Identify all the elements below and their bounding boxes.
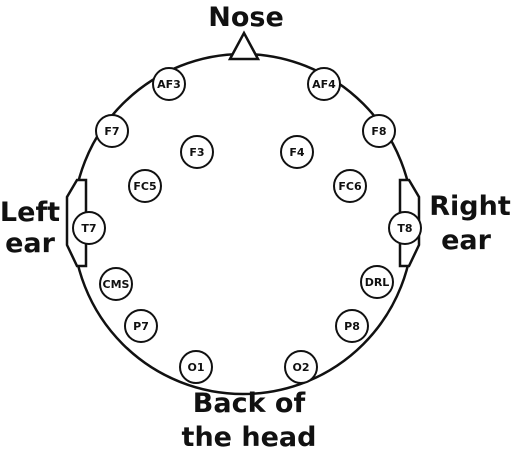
- left-ear-label-line1: Left: [0, 197, 60, 228]
- electrode-drl: DRL: [360, 265, 394, 299]
- electrode-af4: AF4: [307, 67, 341, 101]
- electrode-label: CMS: [103, 278, 130, 291]
- electrode-f7: F7: [95, 114, 129, 148]
- nose-label: Nose: [208, 2, 284, 33]
- electrode-label: O2: [292, 361, 309, 374]
- electrode-label: F8: [371, 125, 386, 138]
- electrode-label: F3: [189, 146, 204, 159]
- electrode-t7: T7: [72, 211, 106, 245]
- electrode-o2: O2: [284, 350, 318, 384]
- electrode-label: FC6: [338, 180, 362, 193]
- back-of-head-label-line2: the head: [182, 422, 317, 453]
- electrode-f8: F8: [362, 114, 396, 148]
- electrode-fc5: FC5: [128, 169, 162, 203]
- electrode-p8: P8: [335, 309, 369, 343]
- left-ear-label-line2: ear: [5, 228, 56, 259]
- electrode-label: AF3: [157, 78, 181, 91]
- back-of-head-label-line1: Back of: [193, 388, 306, 419]
- electrode-t8: T8: [388, 211, 422, 245]
- electrode-label: FC5: [133, 180, 156, 193]
- right-ear-label-line1: Right: [429, 191, 511, 222]
- electrode-cms: CMS: [99, 267, 133, 301]
- electrode-label: F4: [289, 146, 305, 159]
- electrode-label: O1: [187, 361, 204, 374]
- head-outline: [71, 52, 415, 396]
- electrode-label: P7: [133, 320, 149, 333]
- electrode-f3: F3: [180, 135, 214, 169]
- electrode-label: T7: [81, 222, 96, 235]
- electrode-label: DRL: [365, 276, 390, 289]
- electrode-p7: P7: [124, 309, 158, 343]
- electrode-o1: O1: [179, 350, 213, 384]
- electrode-f4: F4: [280, 135, 314, 169]
- right-ear-label-line2: ear: [441, 225, 492, 256]
- electrode-label: F7: [104, 125, 119, 138]
- electrode-fc6: FC6: [333, 169, 367, 203]
- nose-shape: [227, 30, 261, 61]
- electrode-label: AF4: [312, 78, 336, 91]
- electrode-label: T8: [397, 222, 412, 235]
- electrode-af3: AF3: [152, 67, 186, 101]
- electrode-label: P8: [344, 320, 360, 333]
